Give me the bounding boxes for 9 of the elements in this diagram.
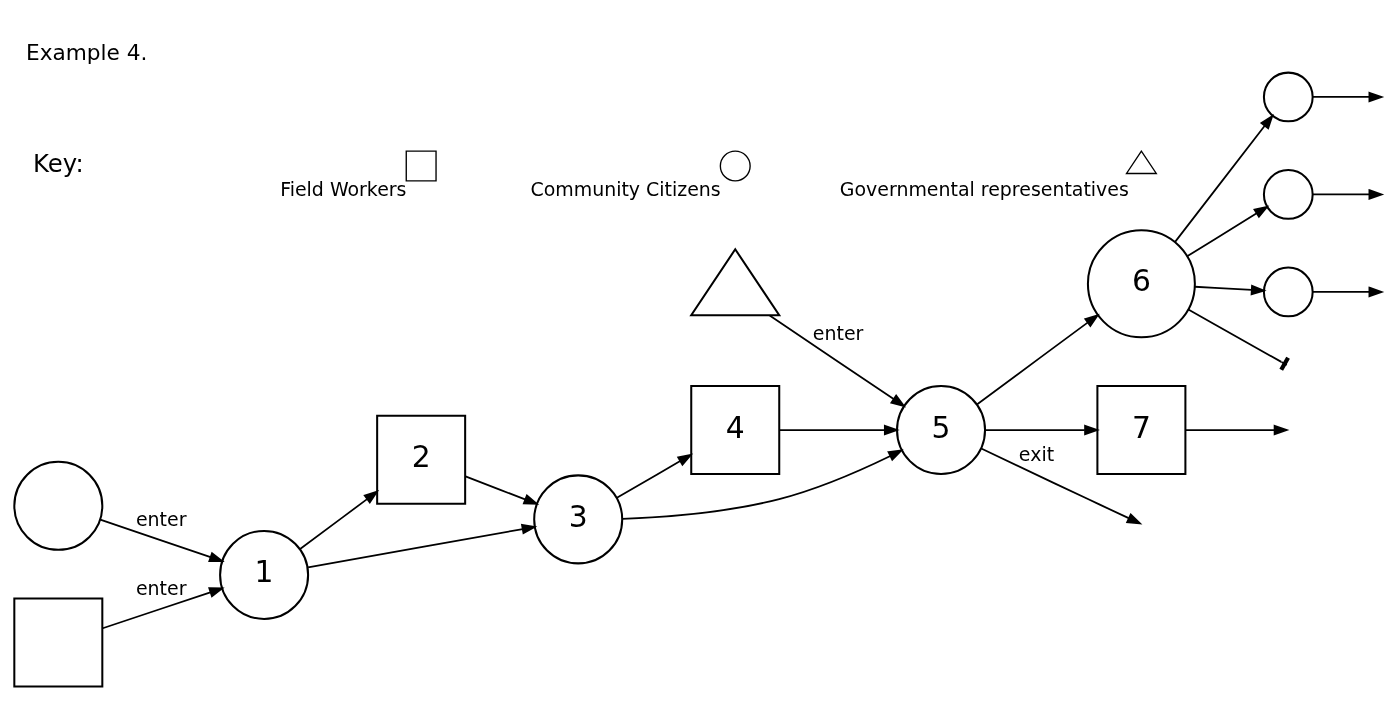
legend-label: Community Citizens <box>530 177 721 200</box>
legend-label: Field Workers <box>280 177 407 200</box>
edge-label: enter <box>812 321 864 344</box>
legend-label: Governmental representatives <box>839 177 1129 200</box>
edge-label: enter <box>135 507 187 530</box>
label: Key: <box>33 148 84 178</box>
edge-label: enter <box>135 576 187 599</box>
diagram-title: Example 4. <box>26 39 148 65</box>
edge-label: exit <box>1018 442 1055 465</box>
